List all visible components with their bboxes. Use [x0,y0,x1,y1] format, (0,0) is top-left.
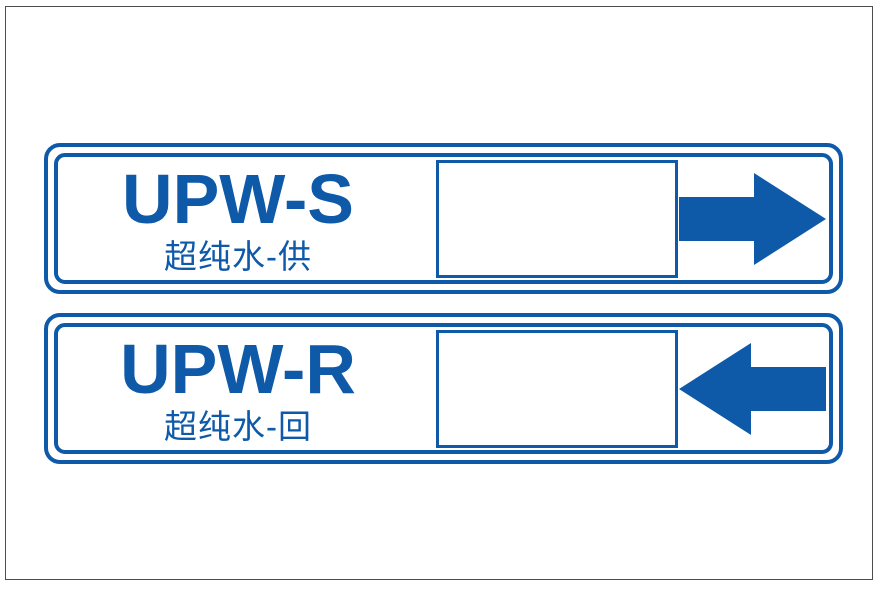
blank-write-in-box [436,330,678,448]
right-arrow-icon [679,173,826,265]
pipe-label-upw-r: UPW-R 超纯水-回 [44,313,843,464]
label-inner-border [54,323,833,454]
label-inner-border [54,153,833,284]
sheet-border-frame: UPW-S 超纯水-供 UPW-R 超纯水-回 [5,6,873,580]
left-arrow-icon [679,343,826,435]
flow-direction-arrow [679,173,826,265]
blank-write-in-box [436,160,678,278]
flow-direction-arrow [679,343,826,435]
pipe-label-upw-s: UPW-S 超纯水-供 [44,143,843,294]
